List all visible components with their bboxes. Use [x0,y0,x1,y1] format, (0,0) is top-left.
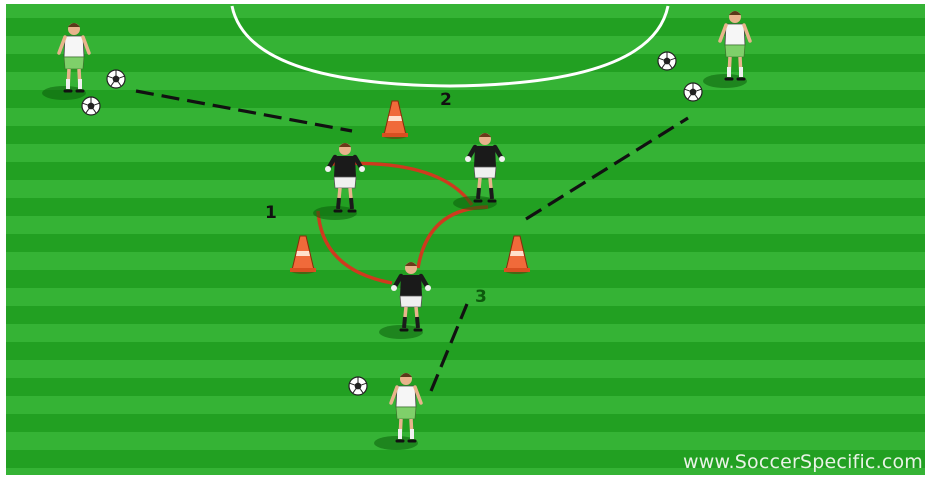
label-3: 3 [475,287,487,307]
keeper-run-1 [316,210,393,285]
pass-line-top-right [525,116,689,221]
pass-line-bottom [429,303,469,392]
pitch [6,4,925,475]
ball-top-left-1 [106,69,126,89]
label-2: 2 [440,90,452,110]
label-1: 1 [265,203,277,223]
keeper-run-2 [331,161,474,206]
ball-top-right-2 [683,82,703,102]
watermark-text: www.SoccerSpecific.com [683,451,923,473]
pass-line-top-left [135,89,353,133]
ball-top-right-1 [657,51,677,71]
ball-bottom [348,376,368,396]
center-circle-arc [230,5,670,88]
ball-top-left-2 [81,96,101,116]
